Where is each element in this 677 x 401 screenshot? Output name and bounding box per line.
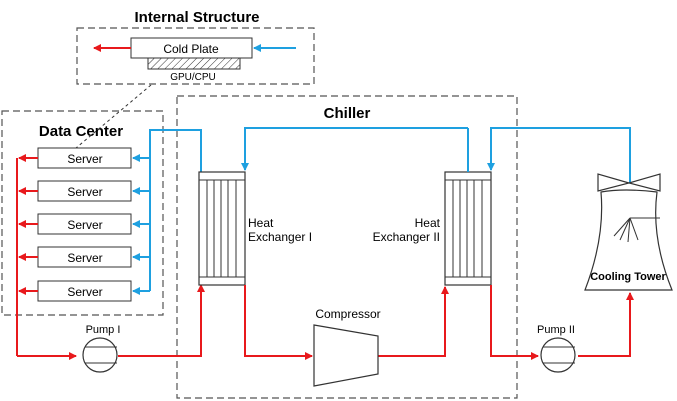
server-cold-manifold (132, 129, 202, 295)
cold-plate-label: Cold Plate (163, 42, 219, 56)
hx2-label-line1: Heat (415, 216, 441, 230)
compressor-to-hx2 (378, 286, 449, 357)
pump1 (82, 337, 118, 373)
chiller-title: Chiller (324, 105, 371, 122)
pump1-loop (17, 284, 205, 360)
zoom-leader-line (75, 84, 152, 149)
server-label: Server (67, 185, 102, 199)
data-center-frame (1, 110, 164, 316)
pump1-label: Pump I (86, 324, 121, 336)
cooling-tower-label: Cooling Tower (590, 271, 666, 283)
server-label: Server (67, 285, 102, 299)
compressor (313, 324, 379, 387)
hx1-label-line2: Exchanger I (248, 230, 312, 244)
server-label: Server (67, 251, 102, 265)
heat-exchanger-2 (444, 171, 492, 286)
server-hot-manifold (16, 154, 38, 356)
server-label: Server (67, 152, 102, 166)
server-list: Server Server Server Server Server (37, 147, 132, 302)
pump2-label: Pump II (537, 324, 575, 336)
data-center-title: Data Center (39, 123, 123, 140)
internal-structure-frame (76, 27, 315, 85)
data-center-title-bg (33, 120, 129, 140)
chiller-top-loop (241, 127, 468, 171)
spray-nozzle-icon (613, 217, 660, 243)
hx1-to-compressor (244, 285, 313, 360)
heat-exchanger-1 (198, 171, 246, 286)
tower-to-hx2 (487, 127, 631, 183)
pump2 (540, 337, 576, 373)
gpu-cpu-chip (147, 57, 241, 70)
hx2-to-pump2 (490, 285, 539, 360)
server-label: Server (67, 218, 102, 232)
hx2-label-line2: Exchanger II (373, 230, 440, 244)
gpu-cpu-label: GPU/CPU (170, 72, 216, 83)
internal-structure-title: Internal Structure (134, 9, 259, 26)
hx1-label-line1: Heat (248, 216, 274, 230)
fan-icon (597, 173, 661, 192)
compressor-label: Compressor (315, 307, 380, 321)
chiller-frame (176, 95, 518, 399)
pump2-to-tower (578, 292, 634, 357)
